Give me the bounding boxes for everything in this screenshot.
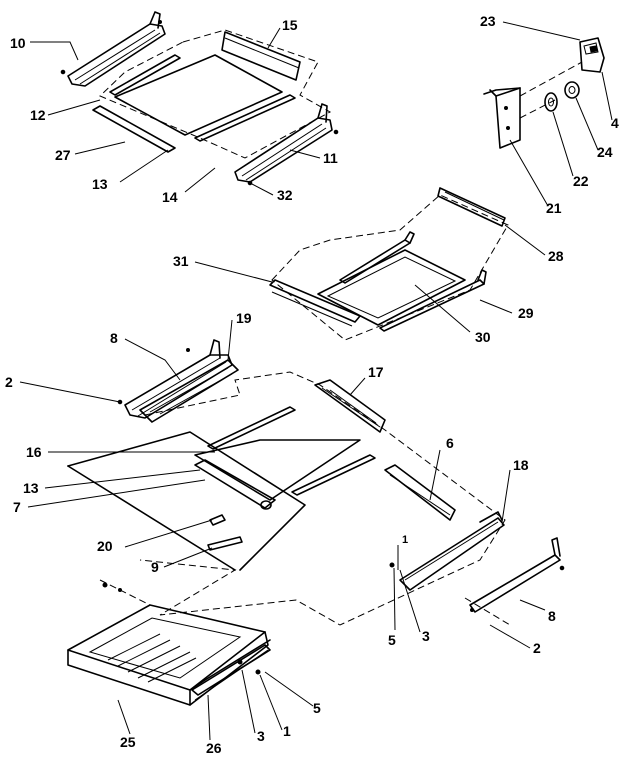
callout-12: 12: [30, 107, 46, 123]
crisper-cover-assembly: [269, 187, 509, 341]
callout-23: 23: [480, 13, 496, 29]
callout-32: 32: [277, 187, 293, 203]
mounting-block: [579, 37, 605, 73]
callout-1-upper: 1: [402, 534, 408, 546]
callout-16: 16: [26, 444, 42, 460]
callout-5-lower: 5: [313, 700, 321, 716]
callout-15: 15: [282, 17, 298, 33]
upper-rear-trim: [314, 379, 386, 433]
bracket-assembly: [483, 37, 605, 149]
callout-17: 17: [368, 364, 384, 380]
callout-8-lower: 8: [548, 608, 556, 624]
callout-26: 26: [206, 740, 222, 756]
callout-30: 30: [475, 329, 491, 345]
callout-25: 25: [120, 734, 136, 750]
callout-5-upper: 5: [388, 632, 396, 648]
callout-10: 10: [10, 35, 26, 51]
callout-31: 31: [173, 253, 189, 269]
callout-13-lower: 13: [23, 480, 39, 496]
callout-labels: 10 15 12 27 13 14 11 32 23 4 24 22 21 28…: [5, 13, 619, 756]
glass-shelf-panel: [114, 54, 283, 136]
callout-18: 18: [513, 457, 529, 473]
upper-shelf-assembly: [60, 11, 339, 186]
cover-rear-frame: [437, 187, 506, 227]
callout-8-upper: 8: [110, 330, 118, 346]
callout-21: 21: [546, 200, 562, 216]
callout-7: 7: [13, 499, 21, 515]
crisper-pan: [67, 579, 271, 706]
rail-bracket: [139, 359, 239, 423]
callout-27: 27: [55, 147, 71, 163]
left-shelf-rail: [60, 11, 166, 87]
cover-glass-insert: [317, 249, 466, 326]
lower-glass-shelf: [67, 406, 376, 571]
center-bracket: [384, 464, 456, 521]
shelf-front-strip: [92, 105, 176, 153]
right-cover-rail: [469, 537, 565, 613]
callout-29: 29: [518, 305, 534, 321]
callout-9: 9: [151, 559, 159, 575]
callout-11: 11: [323, 150, 338, 166]
callout-22: 22: [573, 173, 589, 189]
callout-3-lower: 3: [257, 728, 265, 744]
lower-shelf-assembly: [67, 339, 565, 626]
callout-2-lower: 2: [533, 640, 541, 656]
rear-shelf-trim: [221, 31, 301, 81]
front-trim: [194, 459, 276, 510]
right-pan-support: [389, 511, 505, 591]
right-shelf-rail: [234, 103, 339, 186]
callout-28: 28: [548, 248, 564, 264]
left-cover-rail: [117, 339, 233, 419]
leader-lines: [19, 21, 613, 741]
callout-13: 13: [92, 176, 108, 192]
callout-24: 24: [597, 144, 613, 160]
disk: [564, 81, 580, 99]
callout-14: 14: [162, 189, 178, 205]
callout-2-upper: 2: [5, 374, 13, 390]
washer: [544, 92, 558, 112]
callout-3-upper: 3: [422, 628, 430, 644]
callout-19: 19: [236, 310, 252, 326]
callout-4: 4: [611, 115, 619, 131]
callout-20: 20: [97, 538, 113, 554]
callout-1-lower: 1: [283, 723, 291, 739]
callout-6: 6: [446, 435, 454, 451]
